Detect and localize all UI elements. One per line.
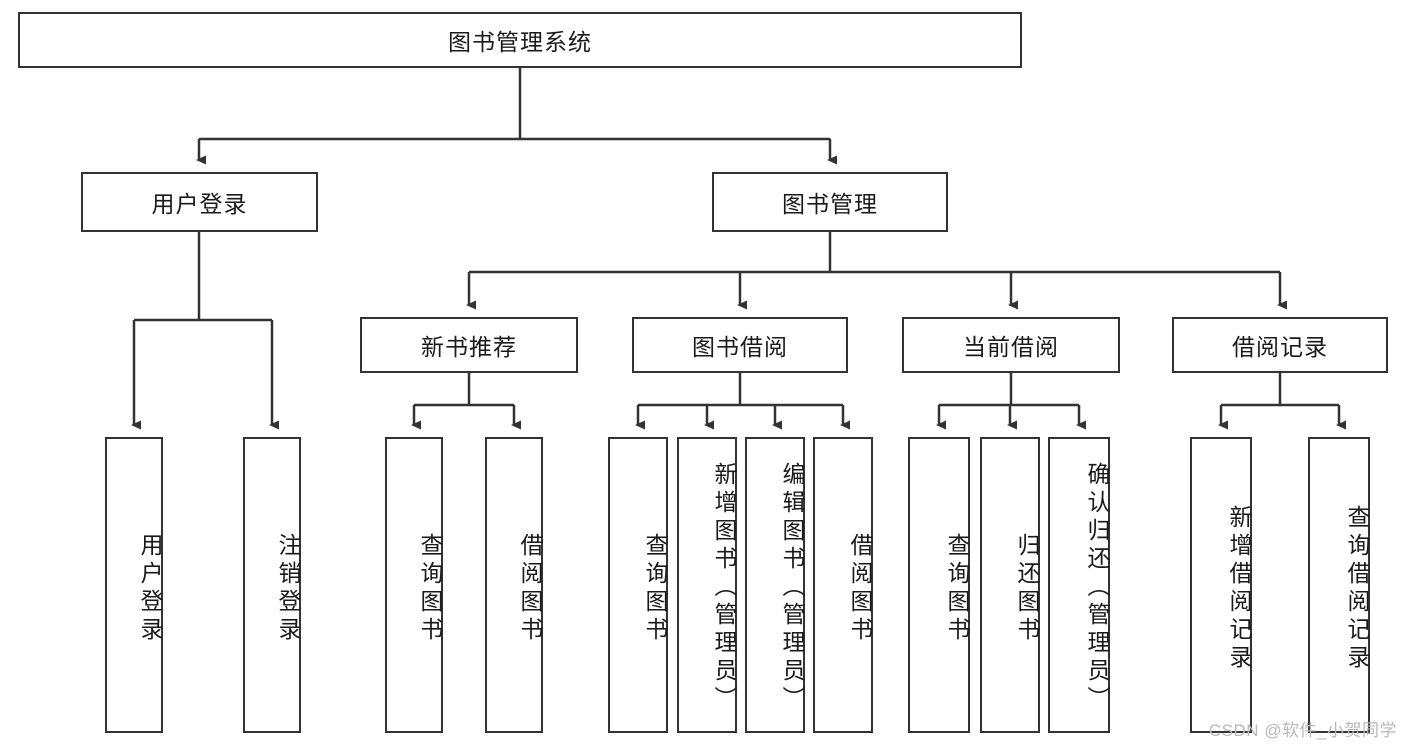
node-book-borrow[interactable]: 图书借阅 [632, 317, 848, 373]
node-label: 查询图书 [642, 533, 668, 645]
leaf-query-borrow-record[interactable]: 查询借阅记录 [1308, 437, 1370, 733]
node-label: 借阅图书 [847, 533, 873, 645]
node-label: 确认归还（管理员） [1084, 462, 1110, 714]
node-label: 图书管理系统 [448, 29, 592, 55]
node-borrow-records[interactable]: 借阅记录 [1172, 317, 1388, 373]
node-label: 借阅图书 [517, 533, 543, 645]
node-label: 编辑图书（管理员） [779, 462, 805, 714]
leaf-borrow-books[interactable]: 借阅图书 [813, 437, 873, 733]
node-label: 用户登录 [151, 191, 248, 217]
node-label: 查询图书 [417, 533, 443, 645]
node-label: 查询图书 [944, 533, 970, 645]
node-new-book-recommend[interactable]: 新书推荐 [360, 317, 578, 373]
node-label: 图书借阅 [692, 334, 788, 360]
node-label: 归还图书 [1014, 533, 1040, 645]
leaf-query-books-recommend[interactable]: 查询图书 [385, 437, 443, 733]
leaf-borrow-books-recommend[interactable]: 借阅图书 [485, 437, 543, 733]
leaf-return-books[interactable]: 归还图书 [980, 437, 1040, 733]
leaf-confirm-return-admin[interactable]: 确认归还（管理员） [1048, 437, 1110, 733]
node-label: 用户登录 [137, 533, 163, 645]
watermark-text: CSDN @软件_小贺同学 [1208, 721, 1397, 740]
node-current-borrow[interactable]: 当前借阅 [902, 317, 1120, 373]
leaf-add-book-admin[interactable]: 新增图书（管理员） [677, 437, 737, 733]
node-book-management[interactable]: 图书管理 [712, 172, 948, 232]
node-label: 借阅记录 [1232, 334, 1328, 360]
node-label: 查询借阅记录 [1344, 505, 1370, 673]
node-root-system[interactable]: 图书管理系统 [18, 12, 1022, 68]
leaf-query-books-current[interactable]: 查询图书 [908, 437, 970, 733]
leaf-query-books-borrow[interactable]: 查询图书 [608, 437, 668, 733]
node-label: 新增图书（管理员） [711, 462, 737, 714]
node-label: 新书推荐 [421, 334, 517, 360]
leaf-user-login[interactable]: 用户登录 [105, 437, 163, 733]
node-label: 新增借阅记录 [1226, 505, 1252, 673]
node-user-login[interactable]: 用户登录 [81, 172, 318, 232]
leaf-add-borrow-record[interactable]: 新增借阅记录 [1190, 437, 1252, 733]
leaf-edit-book-admin[interactable]: 编辑图书（管理员） [745, 437, 805, 733]
leaf-logout[interactable]: 注销登录 [243, 437, 301, 733]
node-label: 图书管理 [782, 191, 878, 217]
node-label: 注销登录 [275, 533, 301, 645]
node-label: 当前借阅 [963, 334, 1059, 360]
